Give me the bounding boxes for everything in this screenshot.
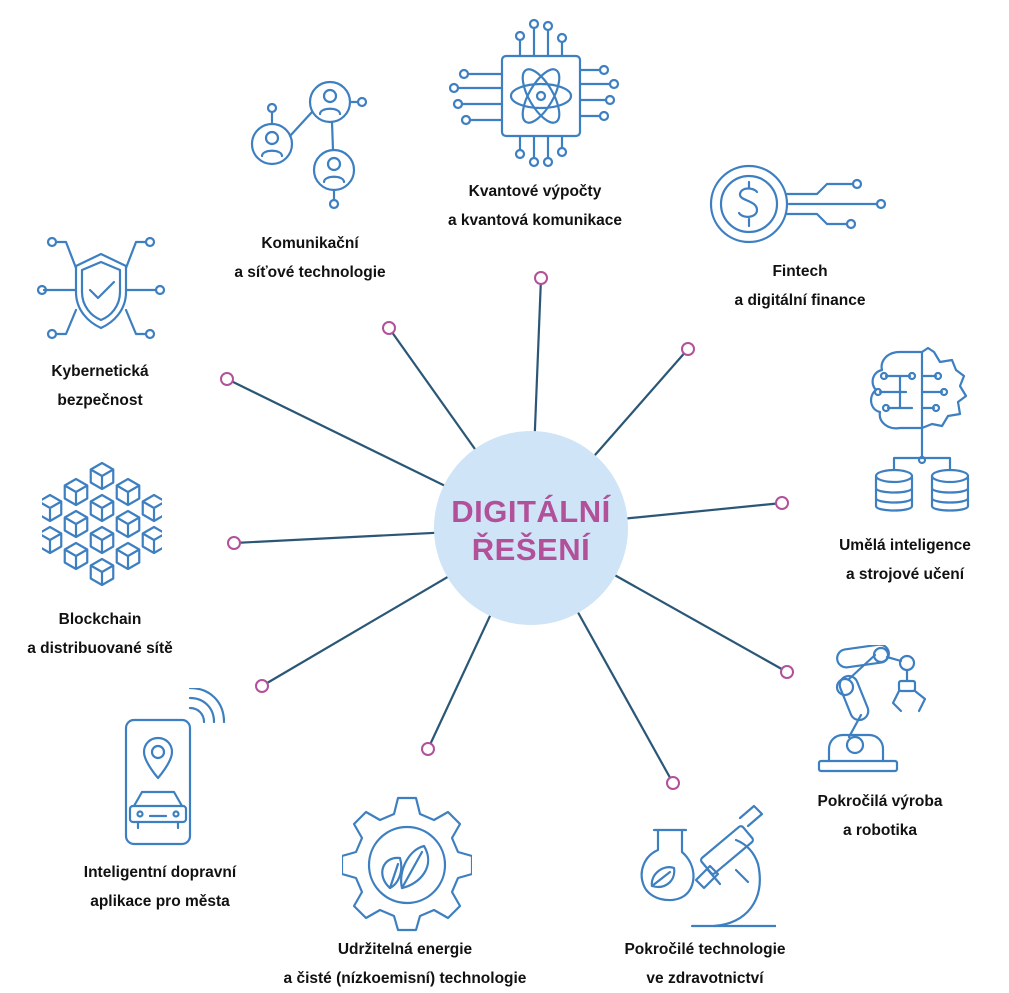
label-doprava-line2: aplikace pro města (90, 893, 230, 910)
label-robotika-line1: Pokročilá výroba (817, 793, 943, 810)
cube-6 (115, 509, 141, 539)
dollar-coin-icon (709, 164, 887, 244)
label-fintech: Fintech a digitální finance (680, 257, 920, 315)
center-title: DIGITÁLNÍ ŘEŠENÍ (433, 493, 629, 569)
cube-4 (63, 509, 89, 539)
label-kyber: Kybernetická bezpečnost (0, 357, 200, 415)
cube-1 (89, 462, 115, 491)
spoke-blockchain-endpoint (227, 536, 241, 550)
cube-12 (63, 541, 89, 571)
cube-9 (42, 525, 63, 555)
label-komunikace-line2: a síťové technologie (234, 264, 386, 281)
label-kyber-line2: bezpečnost (57, 392, 143, 409)
cube-3 (115, 477, 141, 507)
spoke-kvantove-endpoint (534, 271, 548, 285)
label-ai: Umělá inteligence a strojové učení (810, 531, 1000, 589)
label-kvantove: Kvantové výpočty a kvantová komunikace (395, 177, 675, 235)
spoke-ai-endpoint (775, 496, 789, 510)
cube-7 (42, 493, 63, 523)
label-energie: Udržitelná energie a čisté (nízkoemisní)… (240, 935, 570, 993)
cube-13 (115, 541, 141, 571)
spokes (220, 271, 794, 790)
cube-11 (141, 525, 162, 555)
blockchain-cubes-icon (42, 462, 162, 587)
label-zdravotnictvi-line1: Pokročilé technologie (624, 941, 786, 958)
network-users-icon (250, 80, 368, 210)
label-komunikace: Komunikační a síťové technologie (200, 229, 420, 287)
spoke-fintech-endpoint (681, 342, 695, 356)
shield-check-icon (36, 236, 166, 340)
label-kyber-line1: Kybernetická (51, 363, 149, 380)
microscope-icon (640, 804, 776, 928)
robot-arm-icon (817, 645, 927, 773)
spoke-energie-endpoint (421, 742, 435, 756)
label-komunikace-line1: Komunikační (261, 235, 359, 252)
label-robotika: Pokročilá výroba a robotika (770, 787, 990, 845)
label-robotika-line2: a robotika (842, 822, 918, 839)
spoke-doprava-endpoint (255, 679, 269, 693)
label-blockchain: Blockchain a distribuované sítě (0, 605, 200, 663)
label-zdravotnictvi-line2: ve zdravotnictví (646, 970, 764, 987)
label-ai-line2: a strojové učení (845, 566, 964, 583)
quantum-chip-icon (448, 18, 620, 168)
gear-leaf-icon (342, 796, 472, 932)
cube-14 (89, 557, 115, 587)
label-kvantove-line1: Kvantové výpočty (468, 183, 602, 200)
label-blockchain-line2: a distribuované sítě (27, 640, 173, 657)
center-title-line1: DIGITÁLNÍ (451, 494, 611, 529)
label-energie-line1: Udržitelná energie (337, 941, 473, 958)
spoke-komunikace-endpoint (382, 321, 396, 335)
label-kvantove-line2: a kvantová komunikace (447, 212, 623, 229)
smartphone-car-icon (124, 688, 226, 846)
label-energie-line2: a čisté (nízkoemisní) technologie (283, 970, 527, 987)
label-zdravotnictvi: Pokročilé technologie ve zdravotnictví (565, 935, 845, 993)
ai-brain-gear-icon (870, 346, 970, 512)
label-blockchain-line1: Blockchain (58, 611, 142, 628)
label-fintech-line2: a digitální finance (734, 292, 866, 309)
label-fintech-line1: Fintech (772, 263, 828, 280)
label-doprava-line1: Inteligentní dopravní (83, 864, 237, 881)
center-circle (434, 431, 628, 625)
spoke-kyber-endpoint (220, 372, 234, 386)
cube-10 (89, 525, 115, 555)
cube-5 (89, 493, 115, 523)
label-doprava: Inteligentní dopravní aplikace pro města (40, 858, 280, 916)
spoke-robotika-endpoint (780, 665, 794, 679)
cube-2 (63, 477, 89, 507)
spoke-zdravotnictvi-endpoint (666, 776, 680, 790)
cube-8 (141, 493, 162, 523)
center-title-line2: ŘEŠENÍ (471, 532, 591, 567)
label-ai-line1: Umělá inteligence (839, 537, 971, 554)
